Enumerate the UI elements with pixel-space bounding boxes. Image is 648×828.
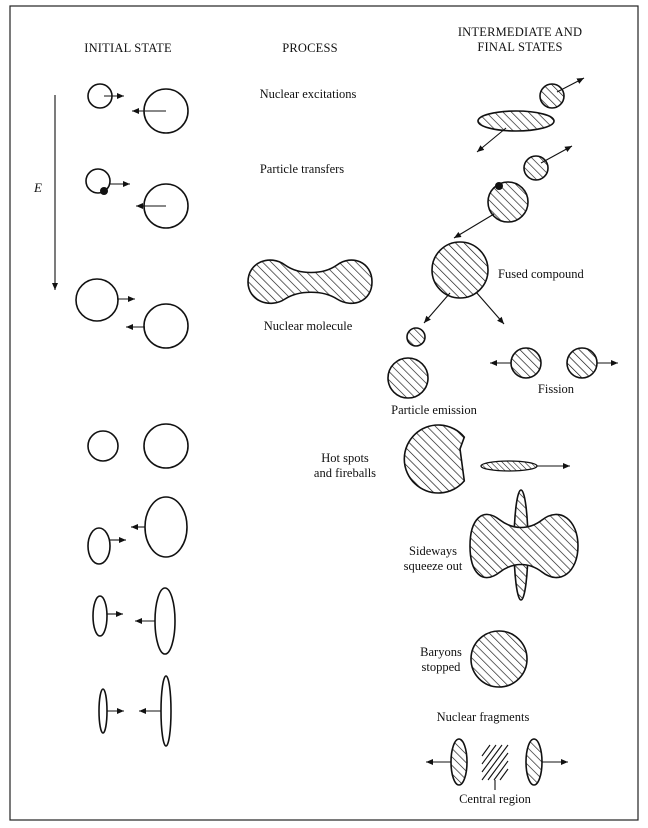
initial-state-fragments: [98, 675, 172, 747]
label-particle-emission: Particle emission: [391, 403, 477, 417]
final-state-transfers: [453, 145, 573, 239]
label-nuclear-fragments: Nuclear fragments: [437, 710, 530, 724]
baryons-stopped-nucleus: [470, 630, 528, 688]
label-nuclear-excitations: Nuclear excitations: [260, 87, 357, 101]
label-baryons-line2: stopped: [422, 660, 462, 674]
initial-state-squeeze: [87, 496, 188, 565]
label-hot-spots-line1: Hot spots: [321, 451, 369, 465]
hot-spot-nucleus: [403, 424, 570, 494]
nuclear-molecule-shape: [247, 259, 373, 305]
initial-state-baryons: [92, 587, 176, 655]
squeeze-out-shape: [469, 489, 579, 601]
label-sideways-line2: squeeze out: [404, 559, 463, 573]
header-final-states-line1: INTERMEDIATE AND: [458, 25, 582, 39]
label-hot-spots-line2: and fireballs: [314, 466, 376, 480]
initial-state-molecule: [75, 278, 189, 349]
initial-state-excitations: [87, 83, 189, 134]
header-initial-state: INITIAL STATE: [84, 41, 172, 55]
label-sideways-line1: Sideways: [409, 544, 457, 558]
label-fused-compound: Fused compound: [498, 267, 585, 281]
particle-emission-group: [387, 327, 429, 399]
energy-axis-label: E: [33, 180, 42, 195]
final-state-excitations: [476, 77, 585, 153]
fused-compound-nucleus: [423, 241, 505, 325]
fission-fragments: [490, 347, 618, 379]
label-fission: Fission: [538, 382, 575, 396]
label-nuclear-molecule: Nuclear molecule: [264, 319, 353, 333]
figure-frame: [9, 5, 639, 821]
label-central-region: Central region: [459, 792, 532, 806]
header-process: PROCESS: [282, 41, 338, 55]
transferred-particle: [100, 187, 108, 195]
label-baryons-line1: Baryons: [420, 645, 462, 659]
central-region-hatch: [481, 744, 509, 781]
header-final-states-line2: FINAL STATES: [477, 40, 562, 54]
nuclear-fragments-shape: [426, 738, 568, 790]
initial-state-transfers: [85, 168, 189, 229]
initial-state-hot-spots: [87, 423, 189, 469]
label-particle-transfers: Particle transfers: [260, 162, 344, 176]
